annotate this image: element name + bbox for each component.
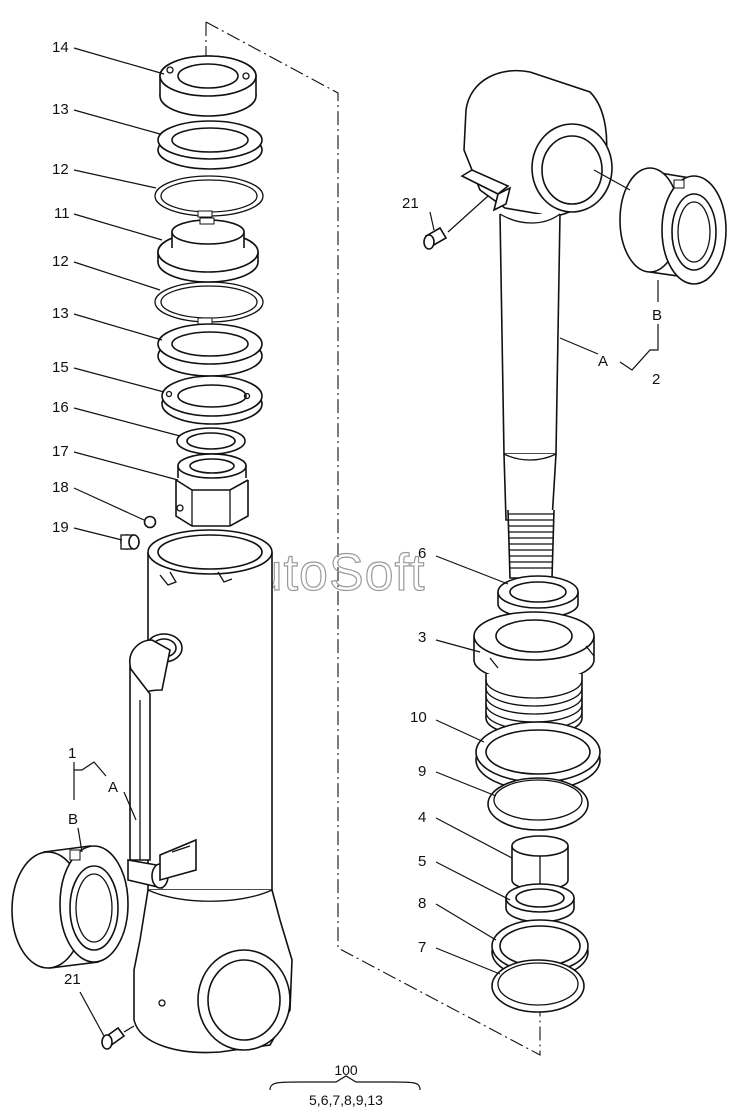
kit-number: 100 — [334, 1062, 358, 1078]
callout-10: 10 — [410, 709, 427, 726]
part-3-piston — [473, 611, 595, 737]
callout-a-right: A — [598, 353, 608, 370]
callout-9: 9 — [418, 763, 426, 780]
part-19-set-screw — [120, 534, 140, 550]
kit-contents: 5,6,7,8,9,13 — [309, 1092, 383, 1108]
callout-14: 14 — [52, 39, 69, 56]
callout-19: 19 — [52, 519, 69, 536]
callout-18: 18 — [52, 479, 69, 496]
callout-12-lower: 12 — [52, 253, 69, 270]
part-14-wear-ring — [159, 55, 257, 117]
callout-2: 2 — [652, 371, 660, 388]
callout-21-right: 21 — [402, 195, 419, 212]
part-16-o-ring — [176, 427, 246, 455]
part-21-grease-fitting-left — [101, 1025, 135, 1050]
callout-13-upper: 13 — [52, 101, 69, 118]
seal-kit-note: 100 5,6,7,8,9,13 — [269, 1062, 421, 1108]
part-18-steel-ball — [143, 515, 157, 529]
piston-rod — [460, 69, 613, 579]
callout-b-right: B — [652, 307, 662, 324]
callout-15: 15 — [52, 359, 69, 376]
part-11-gland-bushing — [157, 217, 259, 283]
part-5-ring — [505, 883, 575, 923]
callout-3: 3 — [418, 629, 426, 646]
callout-a-left: A — [108, 779, 118, 796]
callout-7: 7 — [418, 939, 426, 956]
callout-16: 16 — [52, 399, 69, 416]
part-13-seal-upper — [157, 120, 263, 170]
callout-11: 11 — [54, 205, 70, 222]
part-7-o-ring — [491, 959, 585, 1013]
part-12-backup-ring-lower — [154, 281, 264, 325]
part-15-seal-ring — [161, 375, 263, 425]
callout-17: 17 — [52, 443, 69, 460]
part-2b-bushing-right — [619, 167, 727, 285]
part-17-hex-nut — [175, 453, 249, 527]
part-4-ring — [511, 835, 569, 891]
callout-12-upper: 12 — [52, 161, 69, 178]
callout-labels: 14 13 12 11 12 13 15 16 17 18 19 1 A B 2… — [52, 39, 662, 988]
callout-6: 6 — [418, 545, 426, 562]
part-21-grease-fitting-right — [423, 226, 448, 250]
callout-8: 8 — [418, 895, 426, 912]
callout-1: 1 — [68, 745, 76, 762]
part-9-o-ring — [487, 777, 589, 831]
callout-b-left: B — [68, 811, 78, 828]
callout-21-left: 21 — [64, 971, 81, 988]
callout-13-lower: 13 — [52, 305, 69, 322]
part-13-seal-lower — [157, 323, 263, 377]
callout-5: 5 — [418, 853, 426, 870]
leader-lines — [73, 47, 659, 1037]
callout-4: 4 — [418, 809, 426, 826]
assembly-centerline — [205, 21, 541, 1056]
part-10-backup-ring — [475, 721, 601, 791]
part-1b-bushing-left — [11, 845, 129, 969]
part-12-backup-ring-upper — [154, 175, 264, 218]
part-6-piston-seal — [497, 575, 579, 619]
cylinder-tube — [127, 529, 293, 1054]
